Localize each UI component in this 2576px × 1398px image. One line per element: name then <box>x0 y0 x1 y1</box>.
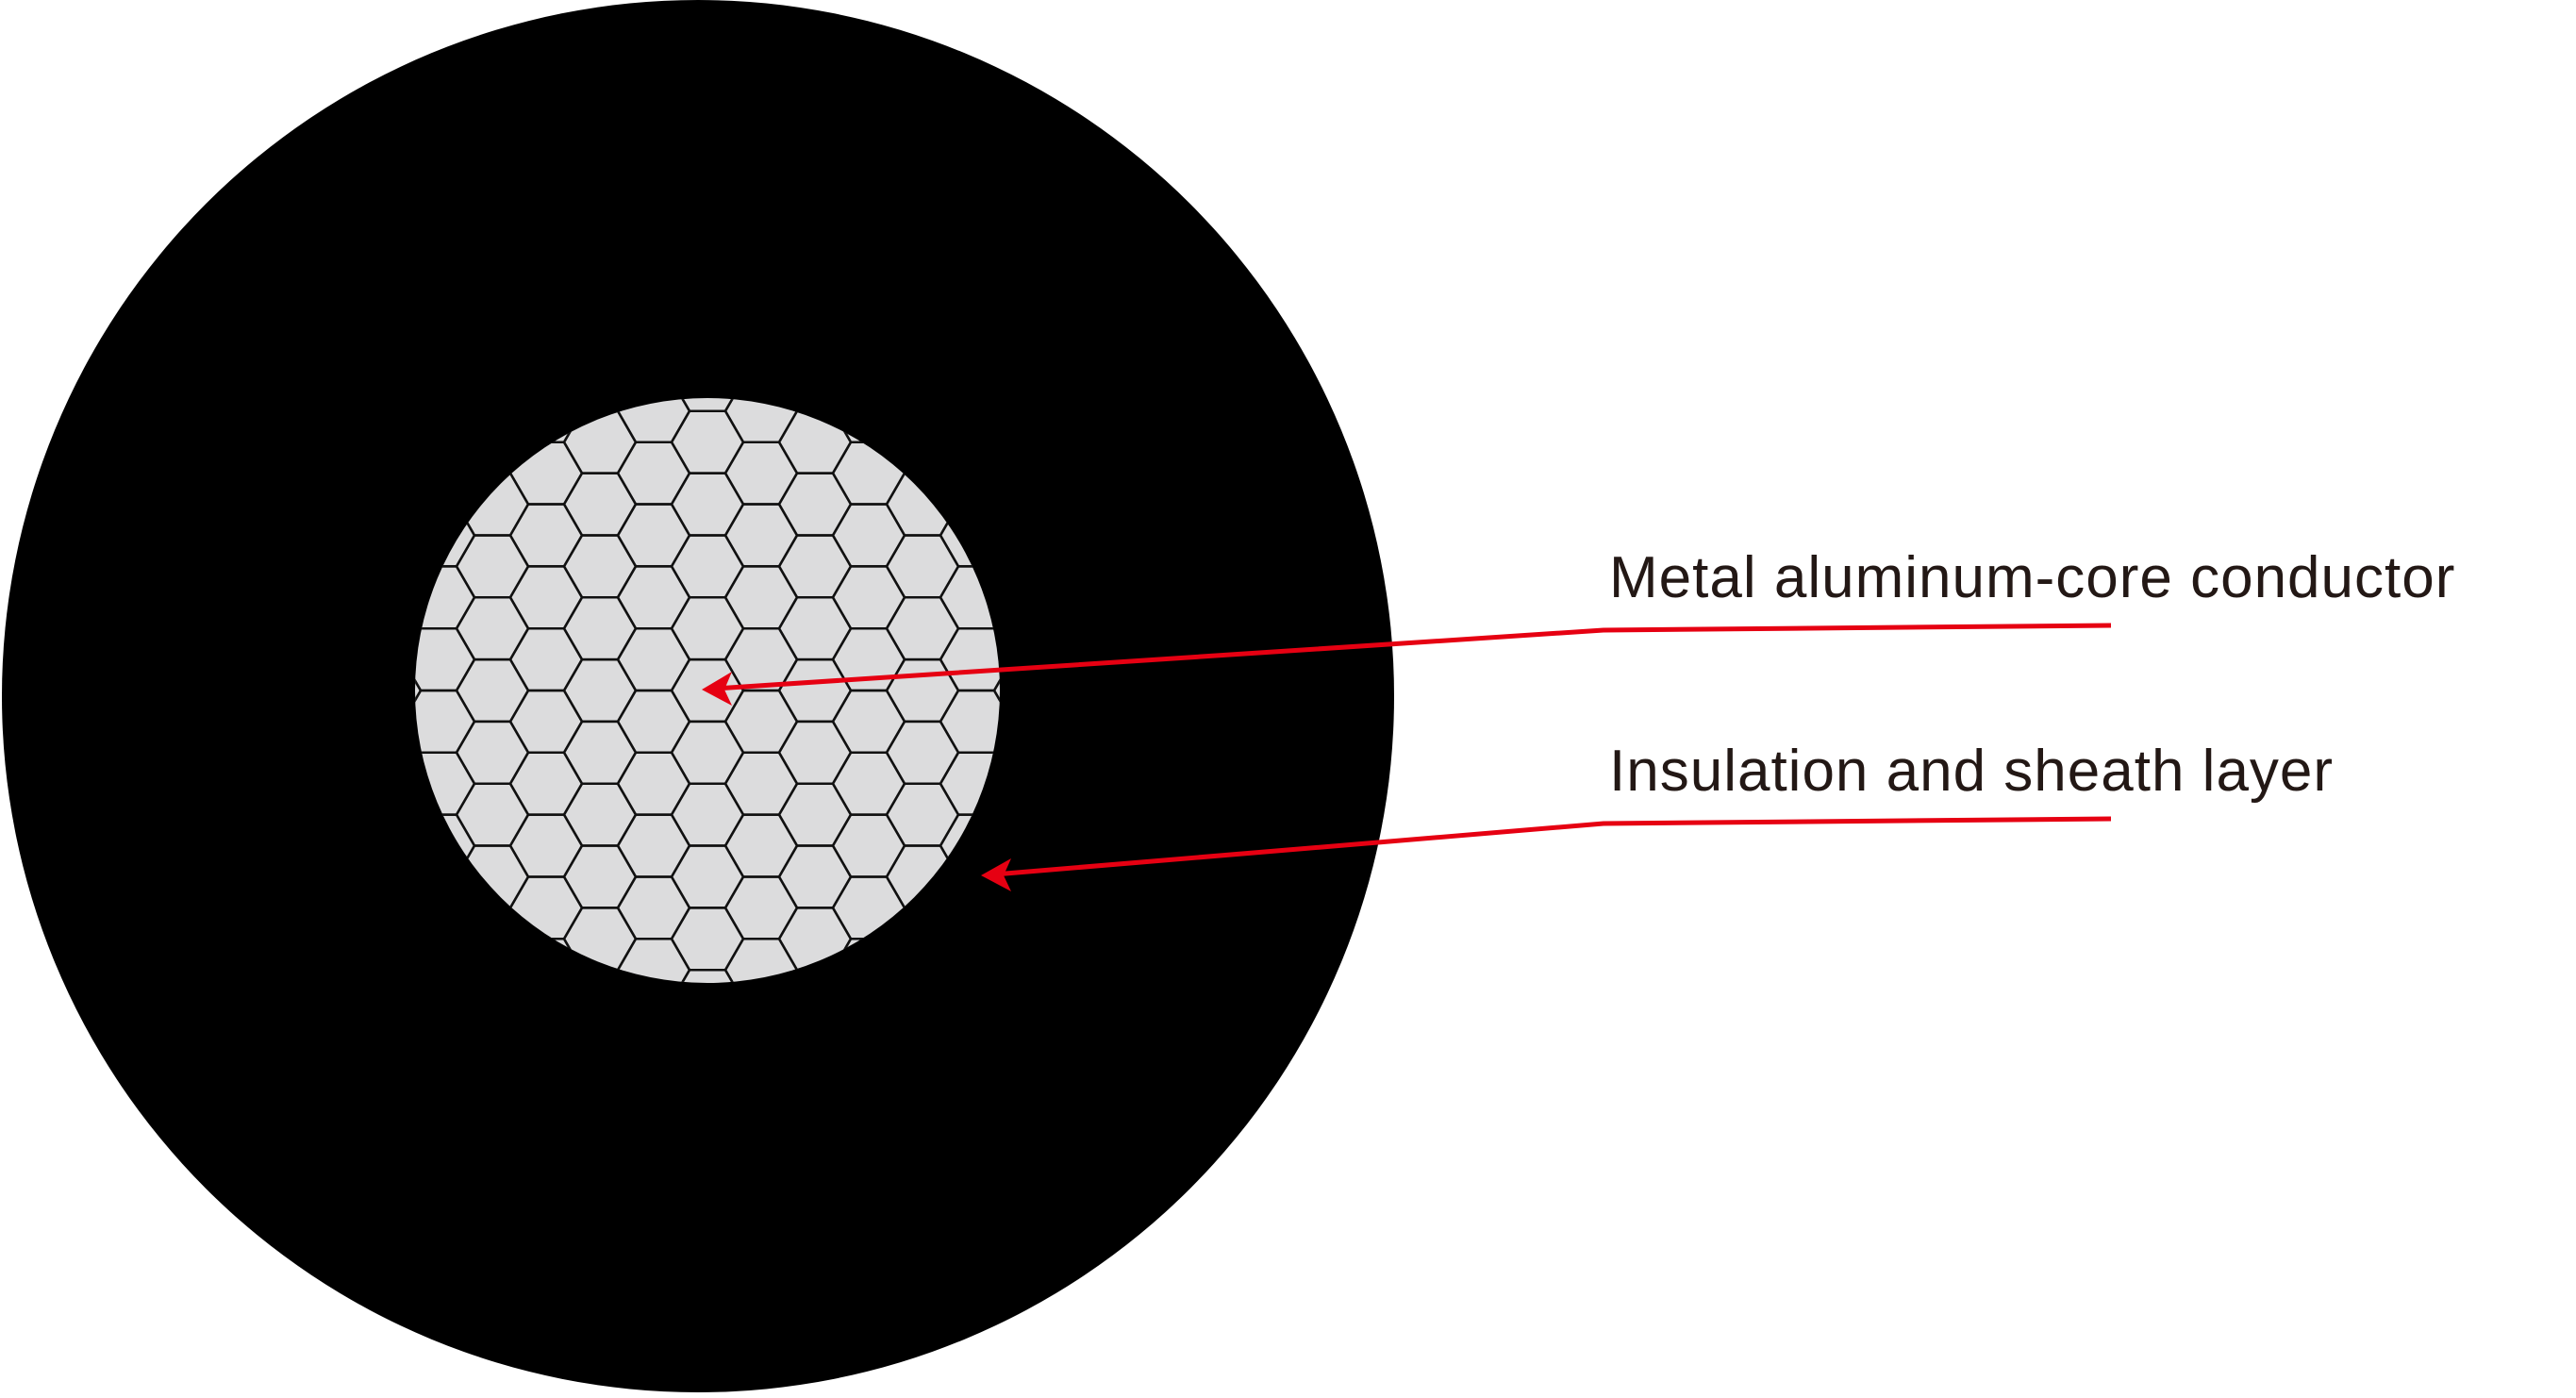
sheath-arrowhead <box>981 858 1011 891</box>
conductor-label: Metal aluminum-core conductor <box>1609 545 2455 610</box>
conductor-strands <box>415 398 1000 983</box>
callout-conductor: Metal aluminum-core conductor <box>702 545 2455 706</box>
sheath-label: Insulation and sheath layer <box>1609 739 2334 804</box>
conductor-strand <box>992 657 1000 724</box>
conductor-leader-line <box>714 623 2112 691</box>
callout-sheath: Insulation and sheath layer <box>981 739 2334 891</box>
sheath-leader-line <box>993 816 2112 877</box>
conductor-arrowhead <box>702 672 732 706</box>
